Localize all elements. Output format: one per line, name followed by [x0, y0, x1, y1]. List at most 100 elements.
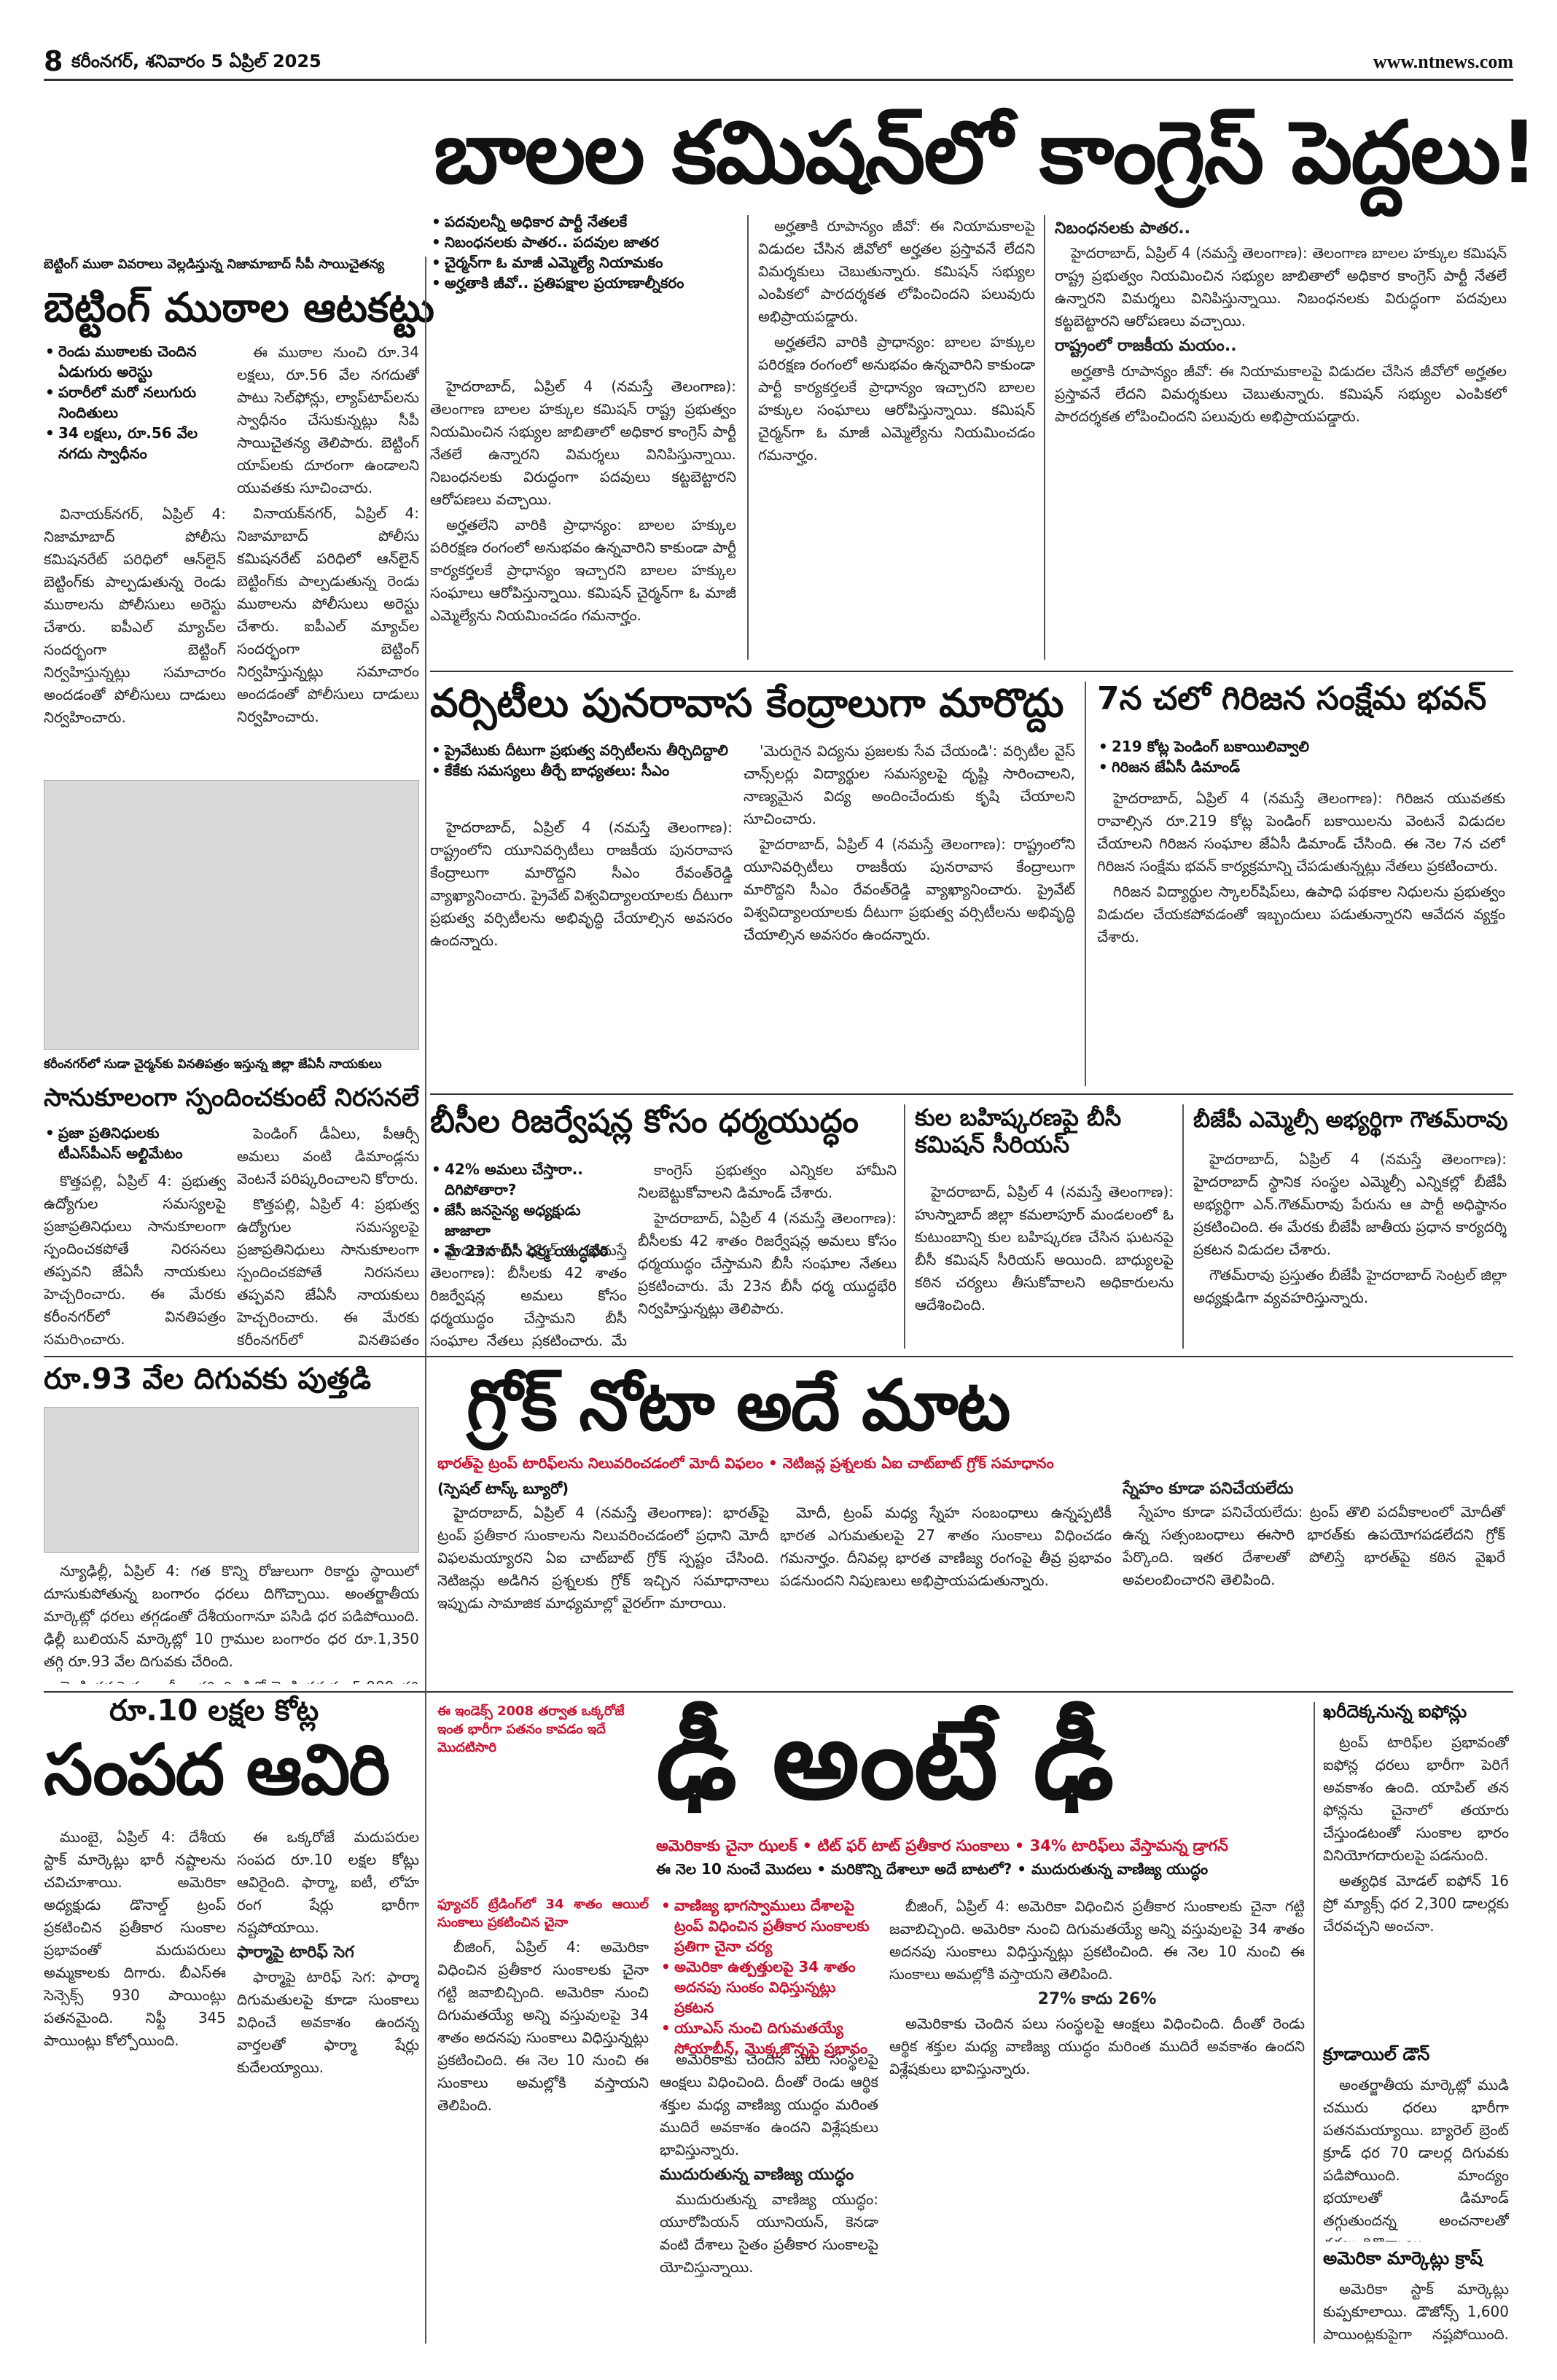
gold-paragraph: న్యూఢిల్లీ, ఏప్రిల్ 4: గత కొన్ని రోజులుగ…: [44, 1562, 419, 1670]
sensex-subhead: ఫార్మాపై టారిఫ్ సెగ: [237, 1943, 354, 1962]
universities-paragraph: హైదరాబాద్, ఏప్రిల్ 4 (నమస్తే తెలంగాణ): ర…: [744, 835, 1075, 943]
grok-byline: (స్పెషల్ టాస్క్ బ్యూరో): [437, 1480, 569, 1497]
opposition-body-left: కొత్తపల్లి, ఏప్రిల్ 4: ప్రభుత్వ ఉద్యోగుల…: [44, 1170, 226, 1345]
section-rule: [430, 671, 1513, 672]
bc-paragraph: కాంగ్రెస్ ప్రభుత్వం ఎన్నికల హామీని నిలబె…: [638, 1161, 897, 1201]
website[interactable]: www.ntnews.com: [1373, 51, 1513, 72]
gold-paragraph: వెండి ధర సైతం భారీగా తగ్గింది. కిలో వెండ…: [44, 1676, 419, 1684]
opposition-bullets: ప్రజా ప్రతినిధులకు టీఎస్‌పీఎస్ అల్టిమేటం: [44, 1123, 226, 1163]
grok-deck: భారత్‌పై ట్రంప్ టారిఫ్‌లను నిలువరించడంలో…: [437, 1454, 1054, 1472]
tradewar-point: యూఎస్ నుంచి దిగుమతయ్యే సోయాబీన్, మొక్కజొ…: [660, 2018, 878, 2059]
sensex-paragraph: ఈ ఒక్కరోజే మదుపరుల సంపద రూ.10 లక్షల కోట్…: [237, 1828, 419, 1936]
bc-headline: బీసీల రిజర్వేషన్ల కోసం ధర్మయుద్ధం: [430, 1103, 859, 1140]
column-divider: [1085, 682, 1086, 1086]
universities-paragraph: హైదరాబాద్, ఏప్రిల్ 4 (నమస్తే తెలంగాణ): ర…: [430, 819, 733, 949]
bjp-paragraph: గౌతమ్‌రావు ప్రస్తుతం బీజేపీ హైదరాబాద్ సె…: [1193, 1266, 1507, 1306]
tradewar-paragraph: అమెరికాకు చెందిన పలు సంస్థలపై ఆంక్షలు వి…: [889, 2015, 1305, 2078]
tribal-headline: 7న చలో గిరిజన సంక్షేమ భవన్: [1097, 680, 1487, 717]
tribal-paragraph: హైదరాబాద్, ఏప్రిల్ 4 (నమస్తే తెలంగాణ): గ…: [1097, 789, 1505, 875]
betting-paragraph: వినాయక్‌నగర్, ఏప్రిల్ 4: నిజామాబాద్ పోలీ…: [44, 505, 226, 726]
usmarkets-headline: అమెరికా మార్కెట్లు క్రాష్: [1323, 2248, 1483, 2268]
bc-paragraph: హైదరాబాద్, ఏప్రిల్ 4 (నమస్తే తెలంగాణ): బ…: [638, 1209, 897, 1317]
lead-bullet: పదవులన్నీ అధికార పార్టీ నేతలకే: [430, 211, 736, 232]
grok-paragraph: హైదరాబాద్, ఏప్రిల్ 4 (నమస్తే తెలంగాణ): భ…: [437, 1504, 769, 1612]
bc-body: హైదరాబాద్, ఏప్రిల్ 4 (నమస్తే తెలంగాణ): బ…: [430, 1239, 627, 1349]
sensex-paragraph: ముంబై, ఏప్రిల్ 4: దేశీయ స్టాక్ మార్కెట్ల…: [44, 1828, 226, 2049]
lead-paragraph: అర్హతాకి రూపాన్యం జీవో: ఈ నియామకాలపై విడ…: [758, 217, 1035, 325]
bc-bullet: మే 23న బీసీ ధర్మ యుద్ధభేరి: [430, 1241, 627, 1261]
bc-bullets: 42% అమలు చేస్తారా.. దిగిపోతారా? జేసీ జనస…: [430, 1159, 627, 1261]
bjp-paragraph: హైదరాబాద్, ఏప్రిల్ 4 (నమస్తే తెలంగాణ): హ…: [1193, 1150, 1507, 1258]
bjp-body: హైదరాబాద్, ఏప్రిల్ 4 (నమస్తే తెలంగాణ): హ…: [1193, 1148, 1507, 1349]
page-number: 8: [44, 45, 63, 77]
column-divider: [1182, 1104, 1184, 1349]
opposition-paragraph: కొత్తపల్లి, ఏప్రిల్ 4: ప్రభుత్వ ఉద్యోగుల…: [44, 1172, 226, 1345]
bc-bullet: 42% అమలు చేస్తారా.. దిగిపోతారా?: [430, 1159, 627, 1200]
crude-headline: క్రూడాయిల్ డౌన్: [1323, 2044, 1430, 2064]
tradewar-paragraph: బీజింగ్, ఏప్రిల్ 4: అమెరికా విధించిన ప్ర…: [889, 1897, 1305, 1983]
lead-bullet: అర్హతాకి జీవో.. ప్రతిపక్షాల ప్రయాణాల్నీక…: [430, 273, 736, 293]
grok-body-3: స్నేహం కూడా పనిచేయలేదు స్నేహం కూడా పనిచే…: [1123, 1480, 1505, 1684]
universities-bullets: ప్రైవేటుకు దీటుగా ప్రభుత్వ వర్సిటీలను తీ…: [430, 740, 733, 781]
tradewar-point: అమెరికా ఉత్పత్తులపై 34 శాతం అదనపు సుంకం …: [660, 1956, 878, 2018]
tradewar-point: వాణిజ్య భాగస్వాములు దేశాలపై ట్రంప్ విధిం…: [660, 1895, 878, 1956]
tradewar-callout-mid: ఫ్యూచర్ ట్రేడింగ్‌లో 34 శాతం ఆయిల్ సుంకా…: [437, 1897, 649, 1930]
universities-bullet: ప్రైవేటుకు దీటుగా ప్రభుత్వ వర్సిటీలను తీ…: [430, 740, 733, 760]
betting-body-right: ఈ ముఠాల నుంచి రూ.34 లక్షలు, రూ.56 వేల నగ…: [237, 341, 419, 769]
bc-bullet: జేసీ జనసైన్య అధ్యక్షుడు జాజాలా: [430, 1200, 627, 1241]
opposition-kicker: కరీంనగర్‌లో సుడా చైర్మన్‌కు వినతిపత్రం ఇ…: [44, 1057, 382, 1072]
section-rule: [44, 1691, 1513, 1693]
tribal-bullet: గిరిజన జేఏసీ డిమాండ్: [1097, 757, 1505, 777]
bc-body-2: కాంగ్రెస్ ప్రభుత్వం ఎన్నికల హామీని నిలబె…: [638, 1159, 897, 1349]
sensex-body-right: ఈ ఒక్కరోజే మదుపరుల సంపద రూ.10 లక్షల కోట్…: [237, 1826, 419, 2344]
lead-headline: బాలల కమిషన్‌లో కాంగ్రెస్ పెద్దలు!: [434, 102, 1539, 203]
opposition-headline: సానుకూలంగా స్పందించకుంటే నిరసనలే: [44, 1083, 419, 1112]
betting-headline: బెట్టింగ్ ముఠాల ఆటకట్టు: [44, 284, 434, 332]
iphone-body: ట్రంప్ టారిఫ్‌ల ప్రభావంతో ఐఫోన్ల ధరలు భా…: [1323, 1731, 1509, 2037]
tradewar-stat-note: 27% కాదు 26%: [1037, 1990, 1157, 2008]
universities-body-2: 'మెరుగైన విద్యను ప్రజలకు సేవ చేయండి': వర…: [744, 740, 1075, 1086]
universities-bullet: కేకేకు సమస్యలు తీర్చే బాధ్యతలు: సీఎం: [430, 760, 733, 781]
lead-bullet: నిబంధనలకు పాతర.. పదవుల జాతర: [430, 232, 736, 252]
section-rule: [430, 1093, 1513, 1095]
grok-body-2: మోదీ, ట్రంప్ మధ్య స్నేహ సంబంధాలు ఉన్నప్ప…: [780, 1502, 1112, 1684]
sensex-body-left: ముంబై, ఏప్రిల్ 4: దేశీయ స్టాక్ మార్కెట్ల…: [44, 1826, 226, 2344]
betting-bullet: రెండు ముఠాలకు చెందిన ఏడుగురు అరెస్టు: [44, 341, 226, 382]
iphone-paragraph: అత్యధిక మోడల్ ఐఫోన్ 16 ప్రో మ్యాక్స్ ధర …: [1323, 1872, 1509, 1935]
tradewar-paragraph: ముదురుతున్న వాణిజ్య యుద్ధం: యూరోపియన్ యూ…: [660, 2190, 878, 2276]
tradewar-body-3: బీజింగ్, ఏప్రిల్ 4: అమెరికా విధించిన ప్ర…: [889, 1895, 1305, 2344]
tradewar-body-2: అమెరికాకు చెందిన పలు సంస్థలపై ఆంక్షలు వి…: [660, 2048, 878, 2344]
column-divider: [1044, 215, 1045, 660]
lead-bullets: పదవులన్నీ అధికార పార్టీ నేతలకే నిబంధనలకు…: [430, 211, 736, 293]
opposition-paragraph: కొత్తపల్లి, ఏప్రిల్ 4: ప్రభుత్వ ఉద్యోగుల…: [237, 1195, 419, 1345]
crude-body: అంతర్జాతీయ మార్కెట్లో ముడి చమురు ధరలు భా…: [1323, 2074, 1509, 2242]
lead-subhead: రాష్ట్రంలో రాజకీయ మయం..: [1055, 337, 1237, 356]
tribal-bullets: 219 కోట్ల పెండింగ్ బకాయిలివ్వాలి గిరిజన …: [1097, 736, 1505, 777]
tradewar-headline: ఢీ అంటే ఢీ: [656, 1697, 1114, 1824]
tradewar-subhead: ముదురుతున్న వాణిజ్య యుద్ధం: [660, 2166, 854, 2184]
gold-body: న్యూఢిల్లీ, ఏప్రిల్ 4: గత కొన్ని రోజులుగ…: [44, 1560, 419, 1684]
gold-photo: [44, 1407, 419, 1553]
grok-body-1: హైదరాబాద్, ఏప్రిల్ 4 (నమస్తే తెలంగాణ): భ…: [437, 1502, 769, 1684]
betting-paragraph: వినాయక్‌నగర్, ఏప్రిల్ 4: నిజామాబాద్ పోలీ…: [237, 504, 419, 725]
caste-body: హైదరాబాద్, ఏప్రిల్ 4 (నమస్తే తెలంగాణ): హ…: [915, 1181, 1174, 1349]
tradewar-points: వాణిజ్య భాగస్వాములు దేశాలపై ట్రంప్ విధిం…: [660, 1895, 878, 2059]
column-divider: [425, 257, 426, 2344]
tradewar-paragraph: అమెరికాకు చెందిన పలు సంస్థలపై ఆంక్షలు వి…: [660, 2051, 878, 2158]
caste-headline: కుల బహిష్కరణపై బీసీ కమిషన్ సీరియస్: [915, 1104, 1122, 1158]
lead-paragraph: హైదరాబాద్, ఏప్రిల్ 4 (నమస్తే తెలంగాణ): త…: [430, 378, 736, 508]
header-rule: [44, 79, 1513, 81]
crude-paragraph: అంతర్జాతీయ మార్కెట్లో ముడి చమురు ధరలు భా…: [1323, 2076, 1509, 2242]
lead-paragraph: అర్హతాకి రూపాన్యం జీవో: ఈ నియామకాలపై విడ…: [1055, 362, 1507, 425]
jac-photo: [44, 780, 419, 1050]
betting-bullet: 34 లక్షలు, రూ.56 వేల నగదు స్వాధీనం: [44, 423, 226, 464]
lead-subhead: నిబంధనలకు పాతర..: [1055, 219, 1190, 238]
caste-paragraph: హైదరాబాద్, ఏప్రిల్ 4 (నమస్తే తెలంగాణ): హ…: [915, 1183, 1174, 1314]
iphone-headline: ఖరీదెక్కనున్న ఐఫోన్లు: [1323, 1701, 1467, 1722]
grok-paragraph: స్నేహం కూడా పనిచేయలేదు: ట్రంప్ తొలి పదవీ…: [1123, 1503, 1505, 1589]
betting-kicker: బెట్టింగ్ ముఠా వివరాలు వెల్లడిస్తున్న ని…: [44, 257, 385, 272]
bc-paragraph: హైదరాబాద్, ఏప్రిల్ 4 (నమస్తే తెలంగాణ): బ…: [430, 1241, 627, 1349]
lead-paragraph: అర్హతలేని వారికి ప్రాధాన్యం: బాలల హక్కుల…: [758, 333, 1035, 464]
section-rule: [44, 1356, 1513, 1357]
usmarkets-body: అమెరికా స్టాక్ మార్కెట్లు కుప్పకూలాయి. డ…: [1323, 2278, 1509, 2344]
